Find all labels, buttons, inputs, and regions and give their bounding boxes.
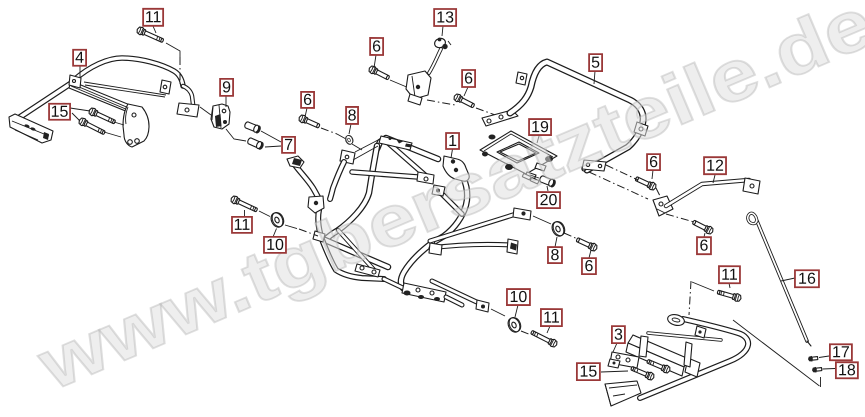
svg-text:19: 19: [531, 119, 549, 136]
svg-text:11: 11: [234, 217, 251, 234]
svg-text:17: 17: [832, 344, 850, 361]
svg-text:4: 4: [75, 50, 84, 67]
svg-text:10: 10: [510, 289, 528, 306]
svg-text:12: 12: [706, 158, 724, 175]
svg-text:5: 5: [591, 55, 600, 72]
svg-text:6: 6: [464, 71, 473, 88]
svg-text:8: 8: [348, 107, 357, 124]
svg-text:16: 16: [798, 271, 816, 288]
svg-text:8: 8: [551, 247, 560, 264]
svg-text:10: 10: [266, 237, 284, 254]
svg-text:20: 20: [540, 192, 558, 209]
svg-text:13: 13: [436, 10, 454, 27]
svg-text:18: 18: [838, 362, 856, 379]
svg-text:6: 6: [700, 238, 709, 255]
svg-text:7: 7: [284, 137, 293, 154]
svg-text:15: 15: [51, 104, 69, 121]
svg-text:1: 1: [448, 133, 457, 150]
svg-text:6: 6: [585, 258, 594, 275]
svg-text:11: 11: [145, 9, 162, 26]
svg-text:15: 15: [579, 364, 597, 381]
svg-text:3: 3: [614, 327, 623, 344]
svg-text:11: 11: [721, 267, 738, 284]
svg-text:6: 6: [372, 38, 381, 55]
svg-text:11: 11: [543, 310, 560, 327]
svg-text:9: 9: [222, 79, 231, 96]
svg-text:6: 6: [649, 154, 658, 171]
svg-text:6: 6: [303, 92, 312, 109]
